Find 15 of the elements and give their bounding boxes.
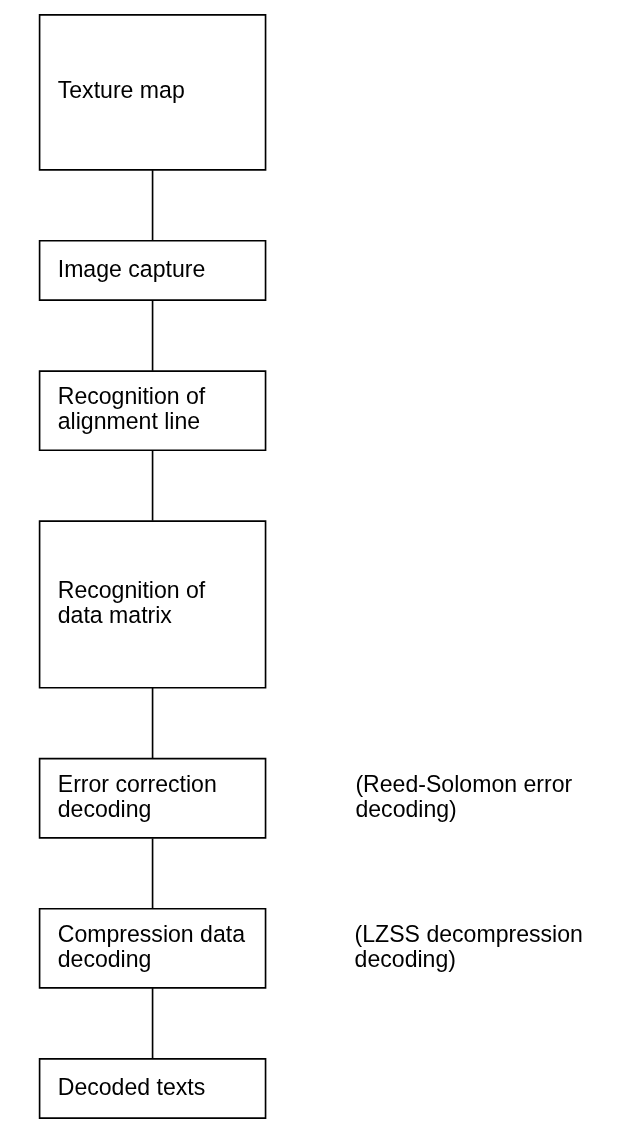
connector <box>151 449 154 522</box>
node-box: Recognition of alignment line <box>38 370 267 452</box>
node-box: Decoded texts <box>38 1058 267 1119</box>
node-box: Error correction decoding <box>38 757 267 839</box>
node-label: (Reed-Solomon error decoding) <box>355 770 573 822</box>
connector <box>151 987 154 1060</box>
connector <box>151 837 154 910</box>
connector <box>151 687 154 759</box>
connector <box>151 169 154 242</box>
node-box: Compression data decoding <box>38 907 267 989</box>
node-box: Texture map <box>38 14 267 171</box>
node-box: Image capture <box>38 239 267 301</box>
connector <box>151 299 154 372</box>
node-box: Recognition of data matrix <box>38 520 267 689</box>
node-label: (LZSS decompression decoding) <box>354 921 583 972</box>
